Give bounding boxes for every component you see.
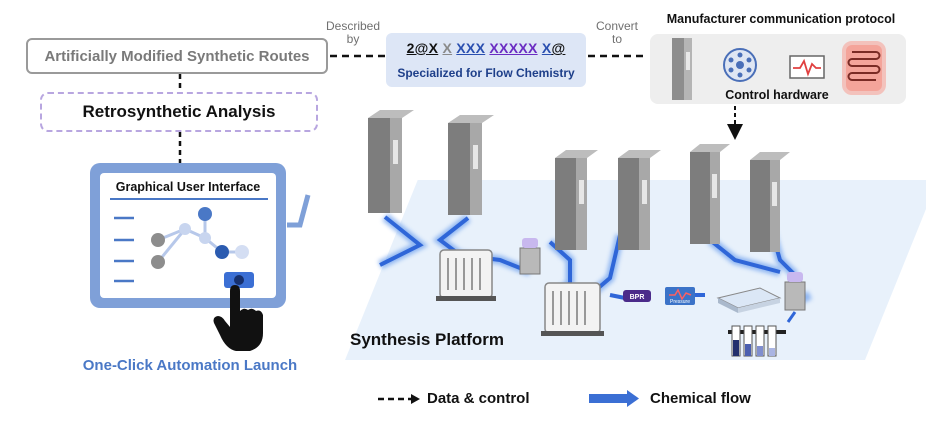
retrosynthetic-analysis-box: Retrosynthetic Analysis — [40, 92, 318, 132]
outlet-arrow — [786, 311, 797, 323]
gui-menu-lines — [114, 216, 134, 283]
gui-launch-button[interactable] — [224, 272, 254, 288]
legend — [378, 390, 639, 407]
convert-to-line2: to — [611, 32, 622, 46]
gui-stand — [287, 194, 311, 228]
legend-data-control-label: Data & control — [427, 390, 530, 407]
protocol-title: Manufacturer communication protocol — [666, 12, 896, 26]
gui-content — [110, 198, 268, 288]
code-part-6: @ — [551, 40, 566, 56]
code-part-3: XXX — [456, 40, 486, 56]
protocol-icons — [672, 38, 886, 100]
flat-reactor — [716, 287, 782, 313]
synthetic-routes-box: Artificially Modified Synthetic Routes — [26, 38, 328, 74]
reactor-coil-1 — [436, 249, 496, 301]
valve-block-2 — [784, 272, 806, 311]
heater-coil-icon — [842, 41, 886, 95]
described-by-text: Described by — [318, 20, 388, 46]
code-part-4: XXXXX — [489, 40, 538, 56]
code-part-5: X — [541, 40, 552, 56]
valve-icon — [723, 48, 757, 82]
gui-title: Graphical User Interface — [115, 180, 261, 194]
pressure-sensor: Pressure — [665, 287, 695, 305]
pump-units — [368, 110, 790, 252]
code-subtitle: Specialized for Flow Chemistry — [397, 66, 575, 80]
retrosynthetic-label: Retrosynthetic Analysis — [82, 102, 276, 121]
valve-block-1 — [519, 238, 541, 275]
code-part-1: 2@X — [406, 40, 439, 56]
bpr-device: BPR — [623, 290, 651, 302]
control-hardware-label: Control hardware — [725, 88, 829, 102]
hand-pointer-icon — [213, 285, 263, 351]
synthesis-platform-label: Synthesis Platform — [350, 330, 504, 349]
reactor-coil-2 — [541, 282, 604, 336]
synthetic-routes-label: Artificially Modified Synthetic Routes — [44, 47, 310, 65]
bpr-label: BPR — [630, 294, 645, 301]
code-string: 2@X X XXX XXXXX X@ — [386, 40, 586, 56]
convert-to-line1: Convert — [595, 19, 639, 33]
code-box — [386, 33, 586, 87]
convert-to-text: Convert to — [582, 20, 652, 46]
legend-chemical-flow-label: Chemical flow — [650, 390, 751, 407]
described-by-line2: by — [346, 32, 360, 46]
legend-flow-arrow — [589, 394, 629, 403]
one-click-launch-label: One-Click Automation Launch — [82, 357, 298, 374]
described-by-line1: Described — [325, 19, 381, 33]
code-part-2: X — [442, 40, 453, 56]
gui-network-nodes — [151, 207, 249, 269]
sensor-waveform-icon — [789, 55, 825, 79]
collection-tubes — [728, 325, 786, 357]
pump-icon — [672, 38, 692, 100]
synthesis-platform-equipment: BPR Pressure — [368, 110, 813, 357]
pressure-label: Pressure — [670, 299, 690, 305]
